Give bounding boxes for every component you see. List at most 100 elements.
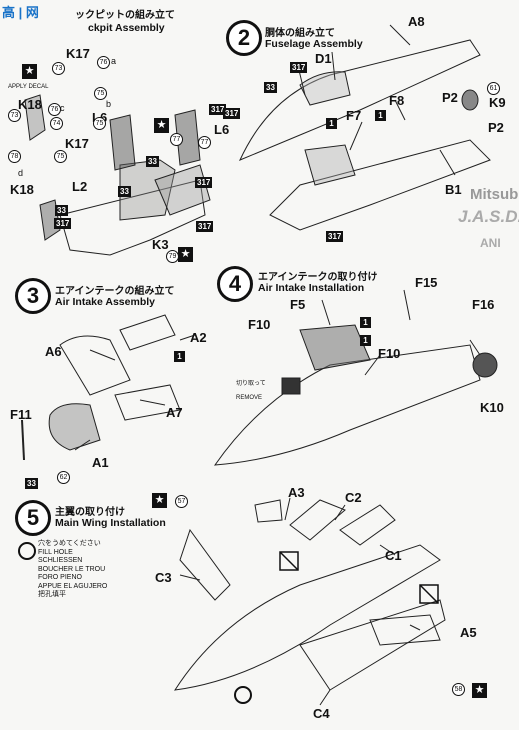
step4-title-en: Air Intake Installation [258,282,365,294]
step2-title-en: Fuselage Assembly [265,38,363,50]
step5-title-jp: 主翼の取り付け [55,507,125,518]
decal-number: 75 [54,150,67,163]
part-label-a8: A8 [408,14,425,29]
paint-code-badge: 33 [55,205,68,216]
decal-number: 57 [175,495,188,508]
aircraft-step5-drawing [173,544,441,691]
paint-code-box: 1 [375,110,386,121]
part-label-a6: A6 [45,344,62,359]
fill-hole-text: 穴をうめてください [38,540,101,547]
decal-suffix: a [111,56,117,66]
decal-star-icon: ★ [154,118,169,133]
paint-code-box: 1 [326,118,337,129]
fill-hole-text: BOUCHER LE TROU [38,565,106,573]
decal-number: 75 [93,117,106,130]
part-label-f10: F10 [248,317,271,332]
apply-decal-label: APPLY DECAL [8,84,49,90]
air-intake-drawing [59,335,131,396]
decal-number: 58 [452,683,465,696]
paint-code-badge: 317 [195,177,213,188]
fill-hole-text: SCHLIESSEN [38,557,83,564]
side-title-1: Mitsub [470,186,519,203]
part-label-p2: P2 [442,90,458,105]
step3-title-jp: エアインテークの組み立て [55,286,175,297]
watermark-logo: 高 | 网 [2,5,39,20]
decal-star-icon: ★ [22,64,37,79]
step2-title-jp: 胴体の組み立て [265,28,335,39]
part-label-f7: F7 [346,108,362,123]
part-label-l2: L2 [72,179,88,194]
decal-number: 77 [170,133,183,146]
decal-suffix: d [18,168,24,178]
decal-star-icon: ★ [178,247,193,262]
cockpit-tub-drawing [59,179,206,256]
step1-title-jp: ックピットの組み立て [75,10,175,21]
step3-title-en: Air Intake Assembly [55,296,155,308]
part-label-k17: K17 [65,136,89,151]
decal-number: 62 [57,471,70,484]
decal-number: 77 [198,136,211,149]
decal-suffix: c [60,103,65,113]
part-label-k18: K18 [10,182,34,197]
paint-code-badge: 33 [25,478,38,489]
part-label-f16: F16 [472,297,495,312]
part-label-a7: A7 [166,405,183,420]
side-title-3: ANI [480,236,501,250]
paint-code-box: 1 [174,351,185,362]
decal-number: 75 [94,87,107,100]
paint-code-badge: 33 [146,156,159,167]
decal-star-icon: ★ [472,683,487,698]
fill-hole-text: FORO PIENO [38,574,82,581]
part-label-b1: B1 [445,182,462,197]
paint-code-box: 1 [360,335,371,346]
remove-label-jp: 切り取って [236,381,266,387]
part-label-p2: P2 [488,120,504,135]
step4-title-jp: エアインテークの取り付け [258,272,378,283]
fill-hole-text: 把孔填平 [38,591,66,598]
part-label-f10: F10 [378,346,401,361]
part-label-f15: F15 [415,275,438,290]
side-title-2: J.A.S.D.F. [458,207,519,226]
part-label-f11: F11 [10,407,32,422]
decal-star-icon: ★ [152,493,167,508]
decal-number: 78 [8,150,21,163]
decal-number: 76 [48,103,61,116]
part-label-a3: A3 [288,485,305,500]
part-label-c2: C2 [345,490,362,505]
paint-code-badge: 317 [223,108,241,119]
step4-number: 4 [217,266,253,302]
paint-code-badge: 33 [264,82,277,93]
paint-code-box: 1 [360,317,371,328]
remove-label-en: REMOVE [236,395,263,401]
part-label-k17: K17 [66,46,90,61]
paint-code-badge: 317 [196,221,214,232]
fuselage-upper-drawing [239,39,481,161]
part-label-k3: K3 [152,237,169,252]
fill-hole-icon [18,542,36,560]
step5-title-en: Main Wing Installation [55,517,166,529]
step5-number: 5 [15,500,51,536]
paint-code-badge: 33 [118,186,131,197]
part-label-d1: D1 [315,51,332,66]
part-label-k18: K18 [18,97,42,112]
part-label-c1: C1 [385,548,402,563]
fill-hole-text: APPUE EL AGUJERO [38,582,108,590]
fill-hole-icon [234,686,252,704]
part-label-f8: F8 [389,93,405,108]
part-label-c4: C4 [313,706,330,721]
part-label-a1: A1 [92,455,109,470]
fuselage-lower-drawing [269,139,491,231]
step2-number: 2 [226,20,262,56]
decal-number: 73 [52,62,65,75]
decal-suffix: b [106,99,112,109]
paint-code-badge: 317 [54,218,72,229]
paint-code-badge: 317 [209,104,227,115]
part-label-k9: K9 [489,95,506,110]
part-label-a5: A5 [460,625,477,640]
step3-number: 3 [15,278,51,314]
paint-code-badge: 317 [326,231,344,242]
fill-hole-text: FILL HOLE [38,548,73,556]
part-label-l6: L6 [214,122,230,137]
